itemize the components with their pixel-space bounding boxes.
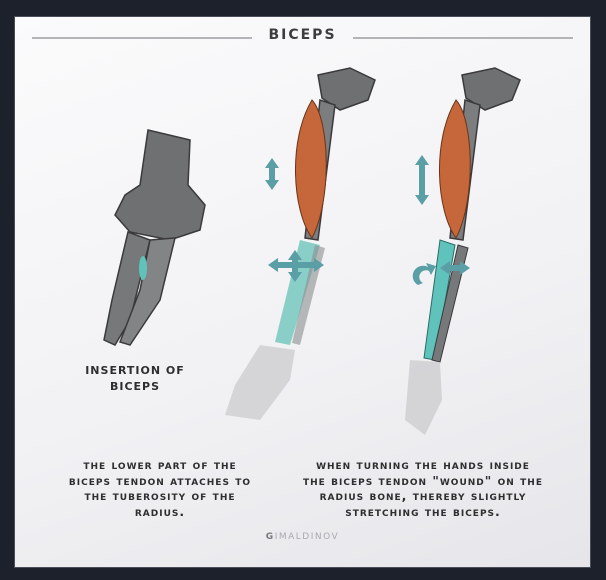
arrow-vertical-icon — [288, 250, 302, 282]
caption-left: The lower part of the biceps tendon atta… — [55, 457, 265, 519]
caption-line: biceps tendon attaches to — [68, 472, 252, 488]
caption-line: the tuberosity of the — [84, 488, 236, 503]
page-title: BICEPS — [268, 27, 337, 43]
hand — [225, 345, 295, 420]
caption-line: radius bone, thereby slightly — [319, 488, 527, 503]
caption-right: When turning the hands inside the biceps… — [283, 457, 563, 519]
arrow-vertical-icon — [265, 158, 279, 190]
caption-line: The lower part of the — [83, 457, 237, 472]
title-rule-right — [353, 37, 573, 39]
title-rule-left — [32, 37, 252, 39]
arm-neutral — [225, 67, 376, 420]
insertion-label-line: INSERTION OF — [85, 364, 185, 377]
insertion-label-line: BICEPS — [109, 379, 161, 393]
arrow-vertical-icon — [415, 155, 429, 205]
anatomy-illustration — [103, 67, 521, 435]
caption-line: radius. — [134, 503, 186, 519]
elbow-closeup — [103, 129, 206, 346]
hand — [405, 360, 442, 435]
arrow-rotate-icon — [412, 263, 436, 285]
tendon-insertion — [139, 256, 147, 280]
caption-line: the biceps tendon "wound" on the — [302, 472, 543, 488]
arm-pronated — [405, 67, 521, 435]
illustration-card: BICEPS — [15, 17, 590, 567]
caption-line: When turning the hands inside — [316, 457, 530, 472]
watermark: GIMALDINOV — [15, 532, 590, 542]
insertion-label: INSERTION OF BICEPS — [70, 363, 200, 394]
watermark-initial: G — [265, 532, 275, 542]
arrow-rotate-icon — [440, 261, 470, 275]
caption-line: stretching the biceps. — [345, 503, 501, 519]
watermark-rest: IMALDINOV — [274, 532, 340, 542]
